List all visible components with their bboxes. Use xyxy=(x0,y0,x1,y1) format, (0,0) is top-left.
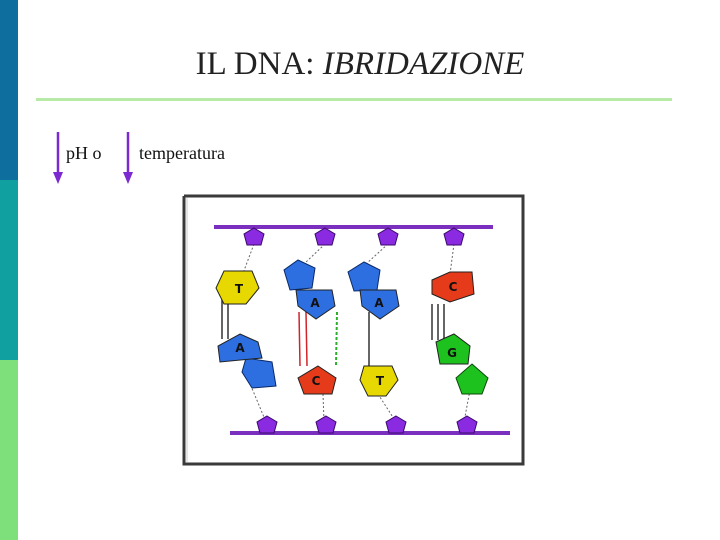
base-label: C xyxy=(312,374,321,388)
base-bottom-C: C xyxy=(297,365,337,395)
side-stripe-bottom xyxy=(0,360,18,540)
down-arrow-icon-temperature xyxy=(123,132,133,184)
base-top-C: C xyxy=(431,271,475,303)
base-label: T xyxy=(376,374,385,388)
base-bottom-A: A xyxy=(217,333,263,363)
side-stripe-middle xyxy=(0,180,18,360)
title-divider xyxy=(36,98,672,101)
base-label: A xyxy=(374,296,384,310)
base-label: T xyxy=(235,282,244,296)
base-label: G xyxy=(447,346,457,360)
phosphate xyxy=(256,415,278,434)
base-label: A xyxy=(235,341,245,355)
base-top-A: A xyxy=(359,289,400,320)
label-temperature: temperatura xyxy=(139,143,225,163)
hydrogen-bonds xyxy=(221,298,445,367)
page-title: IL DNA: IBRIDAZIONE xyxy=(0,46,720,83)
sugars xyxy=(241,259,381,389)
down-arrow-icon-ph xyxy=(53,132,63,184)
phosphate xyxy=(385,415,407,434)
top-phosphates xyxy=(243,227,465,246)
base-top-T: T xyxy=(215,270,260,305)
label-ph: pH o xyxy=(66,143,102,163)
title-main: IL DNA: xyxy=(195,46,323,82)
phosphate xyxy=(377,227,399,246)
dna-hybridization-diagram: T A A C A C T G xyxy=(182,194,525,466)
base-bottom-G: G xyxy=(435,333,471,365)
bottom-phosphates xyxy=(256,415,478,434)
phosphate xyxy=(456,415,478,434)
phosphate xyxy=(314,227,336,246)
base-bottom-T: T xyxy=(359,365,399,397)
phosphate xyxy=(315,415,337,434)
phosphate xyxy=(243,227,265,246)
phosphate xyxy=(443,227,465,246)
base-label: A xyxy=(310,296,320,310)
side-stripe-top xyxy=(0,0,18,180)
sugar-green xyxy=(455,363,489,395)
base-label: C xyxy=(449,280,458,294)
diagram-frame xyxy=(182,194,525,466)
title-italic: IBRIDAZIONE xyxy=(322,46,525,82)
base-top-A: A xyxy=(295,289,336,320)
